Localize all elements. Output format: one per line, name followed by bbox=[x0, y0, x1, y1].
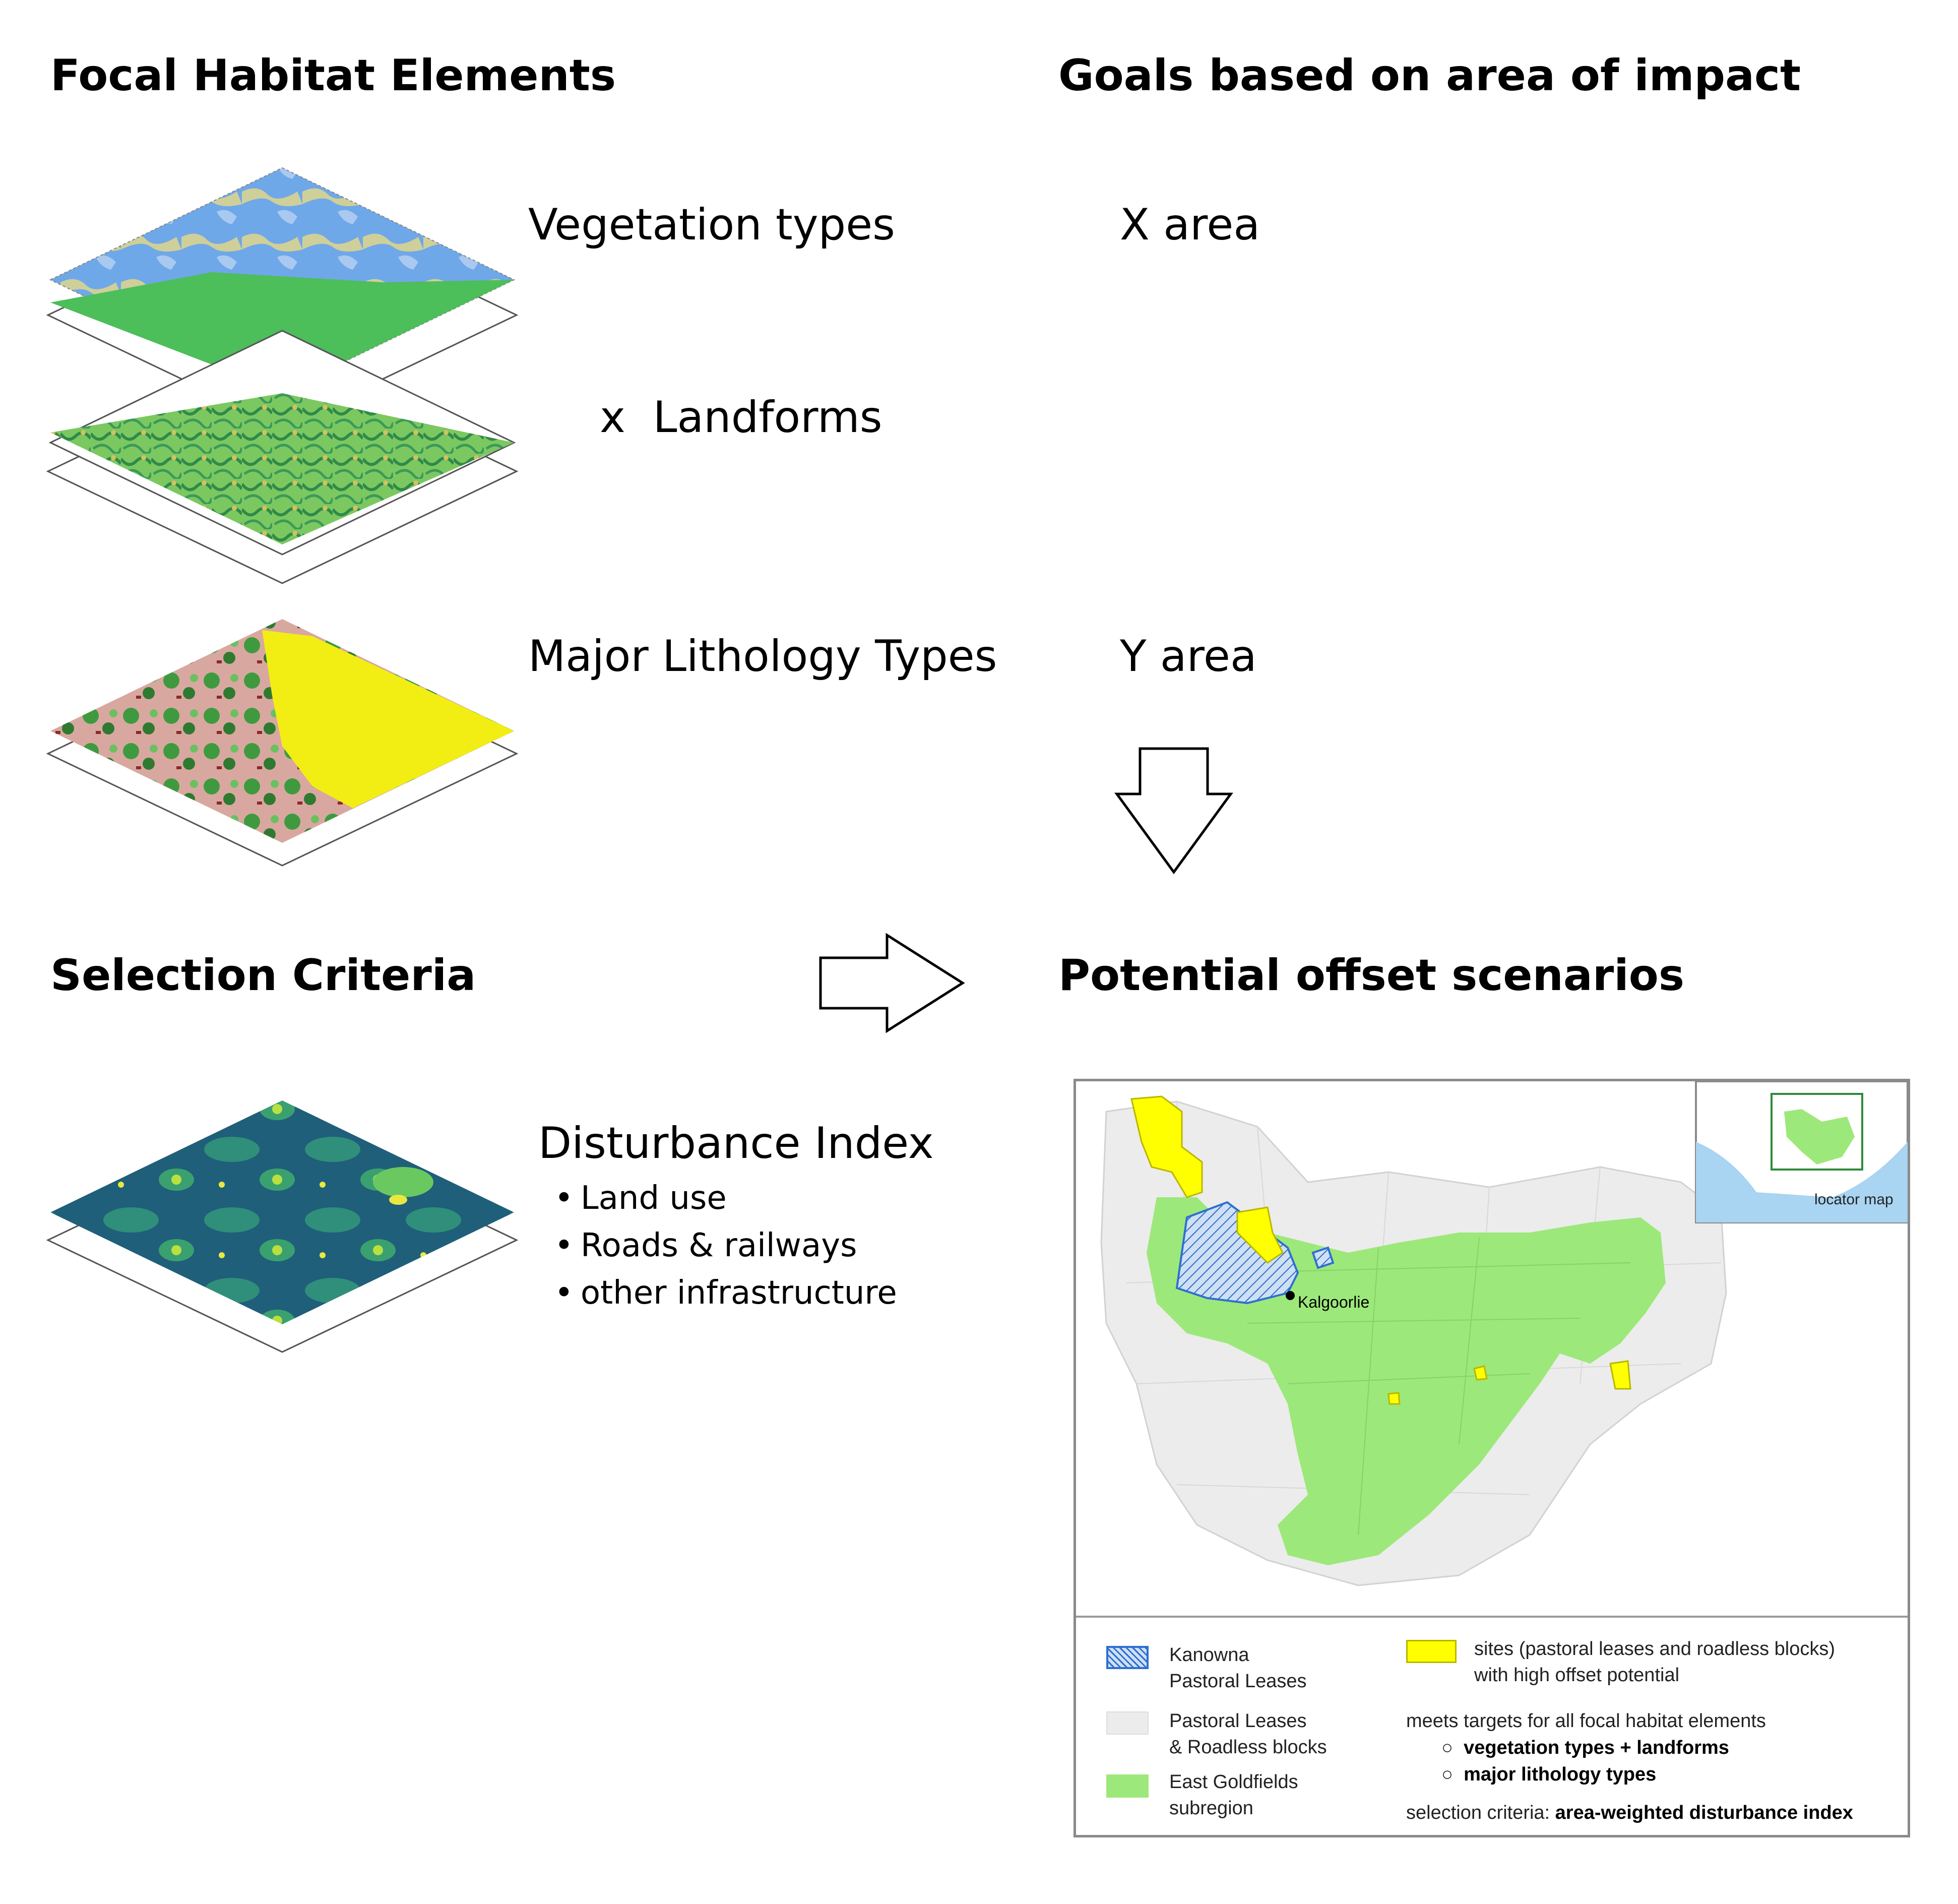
disturbance-bullet-list: •Land use •Roads & railways •other infra… bbox=[554, 1175, 897, 1317]
high-offset-site-area bbox=[1130, 1095, 1203, 1198]
legend-target-lithology: ○ major lithology types bbox=[1441, 1761, 1656, 1788]
kalgoorlie-marker-icon bbox=[1286, 1291, 1295, 1300]
legend-criteria-value: area-weighted disturbance index bbox=[1555, 1802, 1853, 1823]
legend-selection-criteria: selection criteria: area-weighted distur… bbox=[1406, 1800, 1853, 1826]
legend-goldfields-text: East Goldfields subregion bbox=[1169, 1769, 1298, 1821]
right-arrow-icon bbox=[819, 933, 965, 1033]
heading-selection-criteria: Selection Criteria bbox=[50, 950, 476, 1001]
circle-bullet-icon: ○ bbox=[1441, 1764, 1464, 1785]
locator-map-label: locator map bbox=[1814, 1191, 1893, 1208]
high-offset-site-area bbox=[1473, 1365, 1488, 1381]
label-major-lithology-types: Major Lithology Types bbox=[528, 631, 997, 682]
label-y-area: Y area bbox=[1120, 631, 1257, 682]
legend-kanowna-text: Kanowna Pastoral Leases bbox=[1169, 1642, 1307, 1694]
city-label-kalgoorlie: Kalgoorlie bbox=[1298, 1293, 1370, 1311]
legend-pastoral-leases-text: Pastoral Leases & Roadless blocks bbox=[1169, 1708, 1327, 1760]
legend-swatch-pastoral-leases bbox=[1106, 1711, 1149, 1735]
high-offset-site-area bbox=[1609, 1360, 1631, 1390]
legend-kanowna-line2: Pastoral Leases bbox=[1169, 1671, 1307, 1692]
label-vegetation-types: Vegetation types bbox=[528, 200, 895, 250]
down-arrow-icon bbox=[1114, 747, 1233, 875]
bullet-item: •Roads & railways bbox=[554, 1227, 857, 1264]
legend-target-vegetation: ○ vegetation types + landforms bbox=[1441, 1735, 1729, 1761]
label-x-area: X area bbox=[1120, 200, 1260, 250]
lithology-layer-icon bbox=[46, 619, 519, 867]
legend-divider bbox=[1076, 1616, 1908, 1618]
label-disturbance-index: Disturbance Index bbox=[538, 1118, 934, 1169]
legend-target-2-text: major lithology types bbox=[1464, 1764, 1657, 1785]
legend-swatch-kanowna bbox=[1106, 1646, 1149, 1669]
legend-target-1-text: vegetation types + landforms bbox=[1464, 1737, 1729, 1758]
heading-potential-offset-scenarios: Potential offset scenarios bbox=[1058, 950, 1685, 1001]
bullet-item: •Land use bbox=[554, 1180, 727, 1217]
circle-bullet-icon: ○ bbox=[1441, 1737, 1464, 1758]
legend-sites-line1: sites (pastoral leases and roadless bloc… bbox=[1474, 1638, 1836, 1660]
legend-meets-targets: meets targets for all focal habitat elem… bbox=[1406, 1710, 1766, 1732]
legend-sites-line2: with high offset potential bbox=[1474, 1665, 1680, 1686]
disturbance-layer-icon bbox=[46, 1100, 519, 1353]
heading-focal-habitat-elements: Focal Habitat Elements bbox=[50, 50, 616, 101]
legend-goldfields-line1: East Goldfields bbox=[1169, 1771, 1298, 1793]
bullet-text-other-infrastructure: other infrastructure bbox=[581, 1274, 897, 1312]
landforms-layer-icon bbox=[46, 330, 519, 584]
locator-inset bbox=[1695, 1081, 1908, 1223]
legend-sites-text: sites (pastoral leases and roadless bloc… bbox=[1474, 1636, 1835, 1688]
high-offset-site-area bbox=[1387, 1392, 1401, 1405]
legend-criteria-prefix: selection criteria: bbox=[1406, 1802, 1555, 1823]
map-canvas bbox=[1100, 1081, 1908, 1586]
legend-swatch-east-goldfields bbox=[1106, 1774, 1149, 1798]
legend-goldfields-line2: subregion bbox=[1169, 1798, 1253, 1819]
bullet-text-roads-railways: Roads & railways bbox=[581, 1227, 857, 1264]
high-offset-site-area bbox=[1236, 1206, 1284, 1264]
bullet-item: •other infrastructure bbox=[554, 1274, 897, 1312]
legend-pastoral-line2: & Roadless blocks bbox=[1169, 1737, 1327, 1758]
kanowna-pastoral-leases-area bbox=[1311, 1246, 1335, 1269]
bullet-text-land-use: Land use bbox=[581, 1180, 727, 1217]
legend-kanowna-line1: Kanowna bbox=[1169, 1644, 1249, 1666]
locator-extent-box bbox=[1771, 1093, 1863, 1171]
legend-pastoral-line1: Pastoral Leases bbox=[1169, 1710, 1307, 1732]
offset-scenario-map: Kalgoorlie locator map Kanowna Pastoral … bbox=[1073, 1079, 1910, 1837]
legend-swatch-sites bbox=[1406, 1640, 1457, 1663]
heading-goals: Goals based on area of impact bbox=[1058, 50, 1801, 101]
label-landforms: x Landforms bbox=[600, 392, 882, 443]
